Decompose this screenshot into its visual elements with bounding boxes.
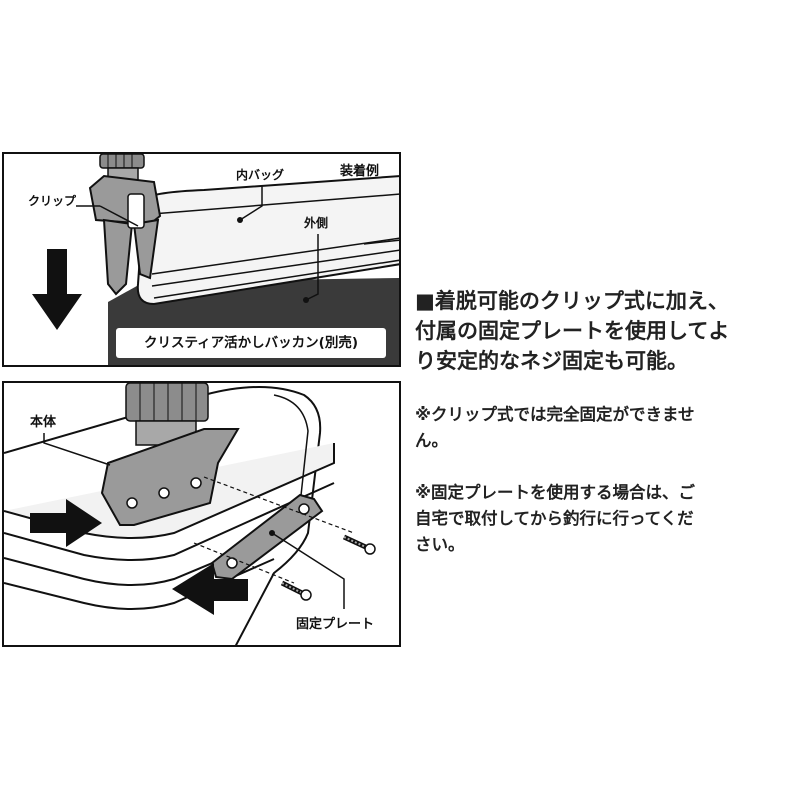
screw-icon [342,534,376,555]
right-arrow-icon [30,499,102,547]
tray-rim-shape [4,386,322,645]
inner-bag-label: 内バッグ [236,168,285,182]
clip-note-line: ※クリップ式では完全固定ができませ [415,405,695,424]
main-description: ■着脱可能のクリップ式に加え、 付属の固定プレートを使用してよ り安定的なネジ固… [415,286,787,376]
knob-shape [99,154,145,169]
down-arrow-icon [32,249,82,330]
clip-label: クリップ [28,194,77,208]
plate-note-line: さい。 [415,535,465,554]
clip-shape [88,174,162,226]
fixing-plate-label: 固定プレート [296,617,375,632]
main-description-line: 付属の固定プレートを使用してよ [415,319,730,343]
fixing-plate-panel: 本体 固定プレート [2,381,401,647]
mounting-example-panel: 装着例 クリップ 内バッグ 外側 クリスティア活かしバッカン(別売) [2,152,401,367]
clip-note-line: ん。 [415,431,448,450]
plate-note-line: ※固定プレートを使用する場合は、ご [415,483,696,502]
fixing-plate-shape [210,493,324,581]
clip-note: ※クリップ式では完全固定ができませ ん。 [415,402,787,454]
main-description-line: ■着脱可能のクリップ式に加え、 [415,289,729,313]
outer-side-label: 外側 [304,216,329,230]
plate-note: ※固定プレートを使用する場合は、ご 自宅で取付してから釣行に行ってくだ さい。 [415,480,787,558]
main-body-label: 本体 [30,415,57,430]
left-arrow-icon [172,563,248,615]
main-description-line: り安定的なネジ固定も可能。 [415,349,688,373]
product-caption: クリスティア活かしバッカン(別売) [116,328,386,358]
mounting-example-title: 装着例 [340,164,380,179]
fixing-plate-illustration [4,383,376,645]
screw-icon [280,580,312,601]
plate-note-line: 自宅で取付してから釣行に行ってくだ [415,509,694,528]
